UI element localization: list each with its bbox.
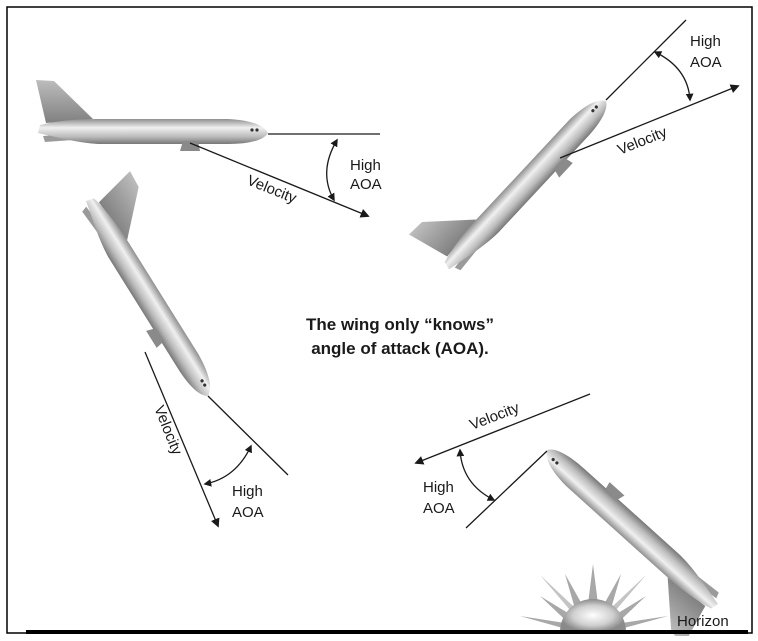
title-line-2: angle of attack (AOA).	[311, 339, 489, 358]
aoa-label-1-line2: AOA	[350, 176, 382, 193]
aircraft-3: Velocity High AOA	[69, 171, 289, 528]
velocity-vector-2	[559, 84, 740, 159]
aoa-arc-4	[456, 448, 496, 501]
aoa-label-4-line2: AOA	[423, 500, 455, 517]
velocity-label-3: Velocity	[150, 403, 185, 458]
airplane-3-icon	[69, 171, 253, 406]
aoa-label-2-line1: High	[690, 33, 721, 50]
horizon-label: Horizon	[677, 613, 729, 630]
aoa-arc-3	[203, 444, 252, 487]
title-line-1: The wing only “knows”	[306, 315, 494, 334]
airplane-2-icon	[409, 64, 620, 283]
velocity-label-2: Velocity	[615, 123, 670, 158]
chord-line-4	[465, 450, 548, 529]
aoa-label-1-line1: High	[350, 157, 381, 174]
airplane-1-icon	[36, 80, 268, 151]
airplane-4-icon	[511, 436, 732, 641]
velocity-vector-4	[414, 393, 591, 465]
velocity-vector-1	[189, 142, 370, 218]
aircraft-1: Velocity High AOA	[36, 80, 382, 218]
chord-line-2	[605, 19, 687, 101]
velocity-label-4: Velocity	[467, 399, 522, 434]
chord-line-3	[207, 395, 289, 476]
aircraft-2: Velocity High AOA	[409, 19, 740, 283]
aoa-label-3-line2: AOA	[232, 504, 264, 521]
sun-icon	[520, 564, 668, 634]
aoa-arc-2	[653, 51, 694, 102]
aoa-arc-1	[326, 138, 338, 202]
aoa-label-4-line1: High	[423, 479, 454, 496]
aoa-label-3-line1: High	[232, 483, 263, 500]
velocity-vector-3	[144, 351, 220, 528]
aoa-label-2-line2: AOA	[690, 54, 722, 71]
